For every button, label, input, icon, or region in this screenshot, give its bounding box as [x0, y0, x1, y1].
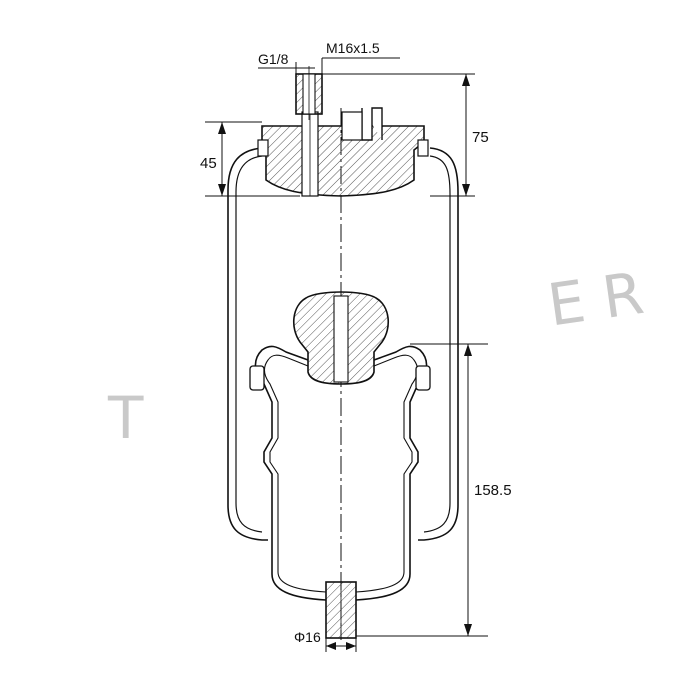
bellows-inner: [235, 155, 451, 533]
clamp-ring-right: [415, 365, 431, 391]
dim-thread-pipe: G1/8: [258, 51, 289, 67]
watermark-left: T: [107, 384, 144, 452]
dim-top-height: 75: [472, 129, 489, 146]
dimension-arrows: [218, 74, 472, 650]
piston-head: [293, 291, 389, 385]
dim-thread-metric: M16x1.5: [326, 40, 380, 56]
dim-bottom-diameter: Φ16: [294, 629, 321, 645]
dim-cap-height: 45: [200, 155, 217, 172]
piston-body-inner: [263, 354, 419, 593]
bottom-stud: [325, 581, 357, 639]
bellows-outer: [227, 147, 459, 541]
top-stud: [295, 66, 323, 120]
dim-piston-height: 158.5: [474, 482, 512, 499]
top-cap: [257, 107, 429, 197]
clamp-ring-left: [249, 365, 265, 391]
watermark-right: E R: [544, 259, 648, 340]
